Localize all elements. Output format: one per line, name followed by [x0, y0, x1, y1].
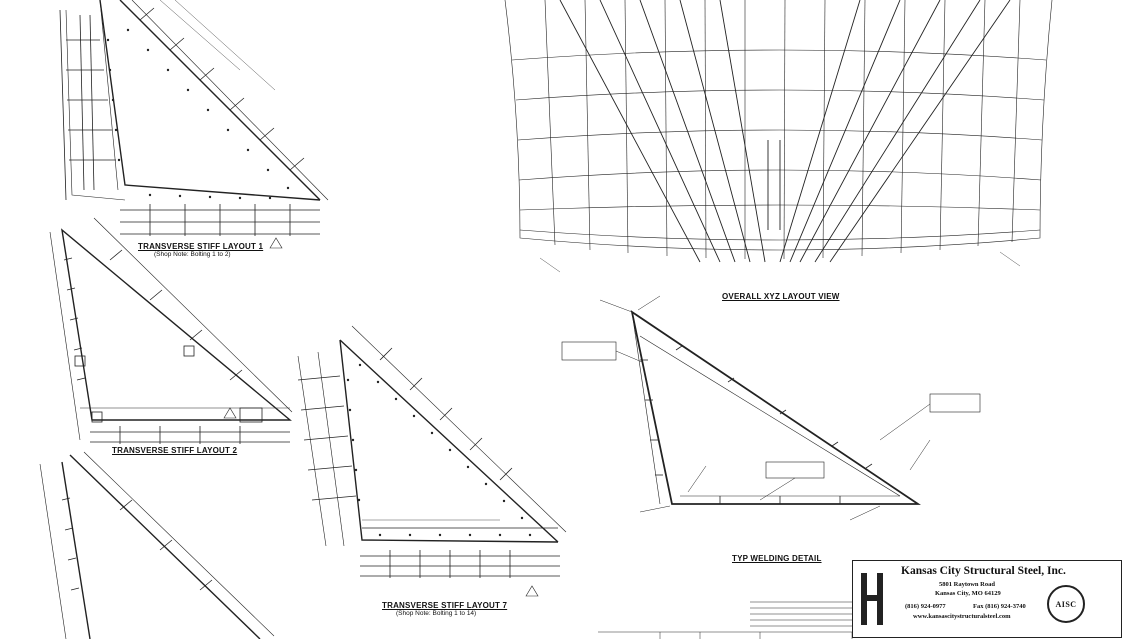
company-fax: Fax (816) 924-3740: [973, 603, 1026, 610]
company-name: Kansas City Structural Steel, Inc.: [901, 565, 1066, 577]
welding-detail-drawing: [561, 295, 981, 521]
welding-detail-caption: TYP WELDING DETAIL: [732, 554, 822, 563]
overall-xyz-caption: OVERALL XYZ LAYOUT VIEW: [722, 292, 840, 301]
layout-2-caption: TRANSVERSE STIFF LAYOUT 2: [112, 446, 238, 455]
layout-bottom-drawing: [39, 451, 275, 639]
layout-2-drawing: [49, 217, 293, 444]
company-logo-icon: [861, 573, 883, 625]
layout-7-drawing: [297, 325, 567, 597]
layout-7-bolts: [346, 363, 532, 537]
layout-7-note: (Shop Note: Bolting 1 to 14): [396, 610, 477, 617]
company-address-line2: Kansas City, MO 64129: [935, 590, 1001, 597]
overall-xyz-drawing: [504, 0, 1053, 273]
aisc-seal-icon: AISC: [1047, 585, 1085, 623]
layout-1-bolts: [106, 28, 290, 200]
company-phone: (816) 924-0977: [905, 603, 946, 610]
layout-1-drawing: [59, 0, 329, 249]
title-block: Kansas City Structural Steel, Inc. 5801 …: [852, 560, 1122, 638]
company-website[interactable]: www.kansascitystructuralsteel.com: [913, 613, 1011, 620]
layout-1-caption: TRANSVERSE STIFF LAYOUT 1: [138, 242, 264, 251]
layout-1-note: (Shop Note: Bolting 1 to 2): [154, 251, 231, 258]
company-address-line1: 5801 Raytown Road: [939, 581, 995, 588]
layout-7-caption: TRANSVERSE STIFF LAYOUT 7: [382, 601, 508, 610]
